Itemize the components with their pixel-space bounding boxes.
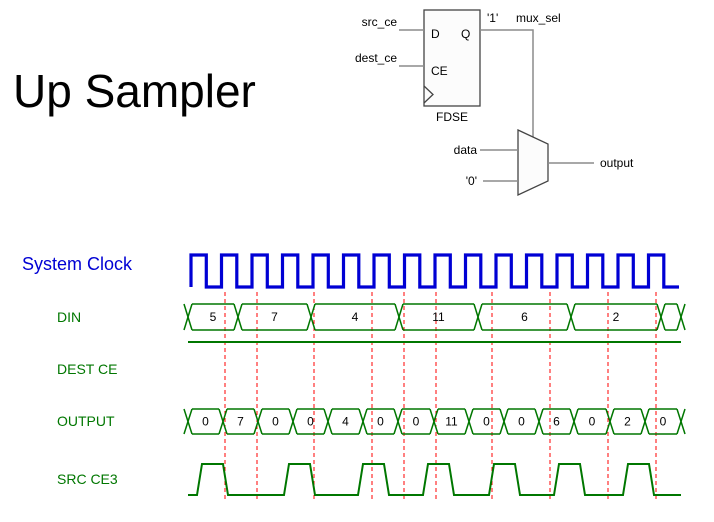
bus-value: 0	[377, 415, 384, 429]
bus-crossover	[473, 303, 483, 331]
signal-label-din: DIN	[57, 309, 82, 325]
bus-crossover	[323, 408, 333, 435]
bus-crossover	[656, 303, 666, 331]
fdse-block	[423, 9, 481, 107]
bus-crossover	[569, 408, 579, 435]
bus-value: 7	[237, 415, 244, 429]
pin-ce-label: CE	[431, 64, 448, 78]
pin-q-label: Q	[461, 27, 470, 41]
bus-crossover	[394, 303, 404, 331]
mux-sel-label: mux_sel	[516, 11, 561, 25]
bus-value: 7	[271, 310, 278, 324]
bus-crossover	[499, 408, 509, 435]
bus-value: 4	[352, 310, 359, 324]
bus-value: 6	[553, 415, 560, 429]
signal-label-src-ce3: SRC CE3	[57, 471, 118, 487]
bus-value: 6	[521, 310, 528, 324]
bus-value: 2	[624, 415, 631, 429]
bus-value: 2	[613, 310, 620, 324]
data-label: data	[454, 143, 478, 157]
fdse-caption: FDSE	[436, 110, 468, 124]
bus-crossover	[429, 408, 439, 435]
pin-d-label: D	[431, 27, 440, 41]
bus-value: 0	[518, 415, 525, 429]
bus-crossover	[393, 408, 403, 435]
bus-value: 0	[202, 415, 209, 429]
bus-crossover	[640, 408, 650, 435]
signal-label-output: OUTPUT	[57, 413, 115, 429]
mux-shape	[517, 128, 549, 197]
bus-crossover	[253, 408, 263, 435]
signal-label-system-clock: System Clock	[22, 254, 133, 274]
bus-crossover	[566, 303, 576, 331]
q-const-label: '1'	[487, 11, 498, 25]
timing-diagram: 5 7 4 11 6 2 0 7 0 0 4 0 0 11 0 0 6 0 2 0	[183, 253, 686, 502]
bus-value: 0	[413, 415, 420, 429]
clock-waveform	[189, 253, 679, 289]
mux-sel-wire	[480, 29, 534, 137]
src-ce-label: src_ce	[362, 15, 398, 29]
dest-ce-label: dest_ce	[355, 51, 397, 65]
pulse-waveform	[188, 463, 681, 496]
bus-crossover	[358, 408, 368, 435]
bus-crossover	[676, 303, 686, 331]
bus-crossover	[183, 303, 193, 331]
bus-value: 0	[272, 415, 279, 429]
bus-value: 0	[589, 415, 596, 429]
bus-value: 0	[660, 415, 667, 429]
bus-crossover	[605, 408, 615, 435]
signal-label-dest-ce: DEST CE	[57, 361, 118, 377]
bus-value: 0	[307, 415, 314, 429]
bus-crossover	[288, 408, 298, 435]
clock-triangle-icon	[423, 85, 434, 104]
bus-value: 4	[342, 415, 349, 429]
output-label: output	[600, 156, 634, 170]
bus-value: 0	[483, 415, 490, 429]
bus-crossover	[534, 408, 544, 435]
bus-crossover	[464, 408, 474, 435]
zero-const-label: '0'	[466, 174, 477, 188]
bus-crossover	[233, 303, 243, 331]
bus-value: 11	[445, 415, 458, 429]
bus-crossover	[183, 408, 193, 435]
bus-value: 11	[432, 310, 445, 324]
bus-crossover	[306, 303, 316, 331]
circuit-diagram: D Q CE FDSE src_ce dest_ce '1' mux_sel d…	[355, 9, 634, 197]
bus-crossover	[676, 408, 686, 435]
page-title: Up Sampler	[13, 65, 256, 117]
bus-value: 5	[210, 310, 217, 324]
bus-crossover	[218, 408, 228, 435]
